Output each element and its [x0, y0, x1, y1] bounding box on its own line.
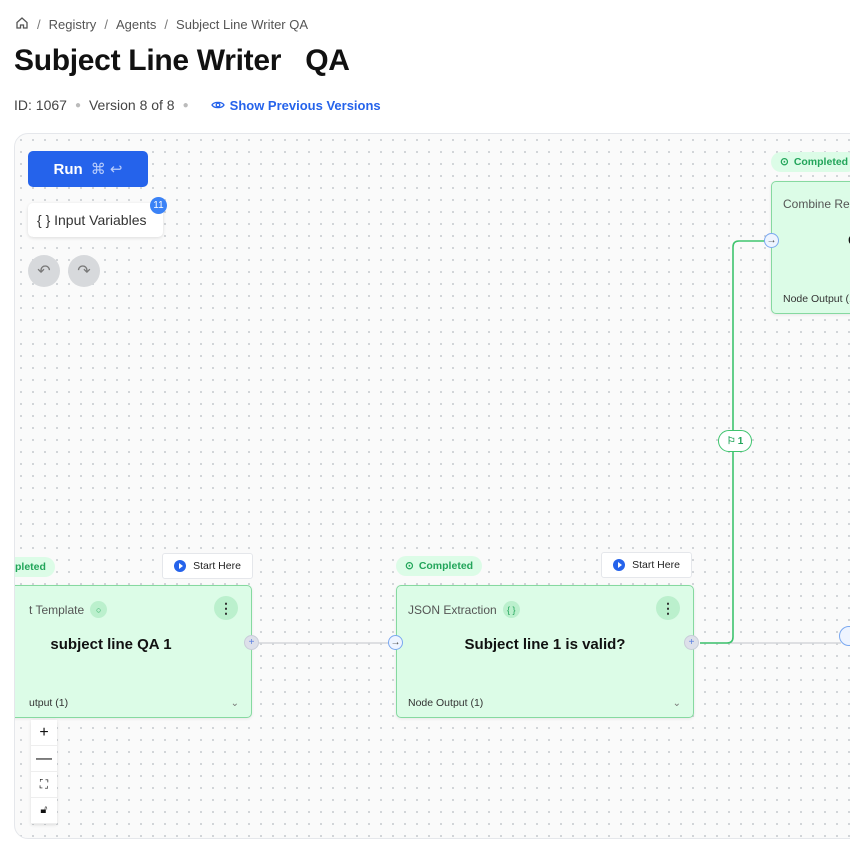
- fit-view-button[interactable]: ⛶: [31, 772, 57, 798]
- version: Version 8 of 8: [88, 97, 175, 113]
- breadcrumb-registry[interactable]: Registry: [48, 17, 97, 32]
- input-handle[interactable]: →: [764, 233, 779, 248]
- node-prompt-template[interactable]: t Template○ ⋮ subject line QA 1 utput (1…: [15, 585, 252, 718]
- meta-row: ID: 1067● Version 8 of 8● Show Previous …: [14, 97, 381, 113]
- start-label: Start Here: [632, 559, 680, 571]
- add-node-handle[interactable]: +: [684, 635, 699, 650]
- input-variables-label: { } Input Variables: [37, 212, 147, 228]
- node-type: JSON Extraction{ }: [408, 601, 520, 618]
- redo-button[interactable]: ↷: [68, 255, 100, 287]
- zoom-in-button[interactable]: +: [31, 720, 57, 746]
- fullscreen-icon: ⛶: [39, 777, 49, 791]
- status-badge: ⊙Completed: [771, 152, 850, 172]
- chat-icon: ○: [90, 601, 108, 618]
- node-title: C: [848, 232, 850, 249]
- zoom-out-button[interactable]: —: [31, 746, 57, 772]
- start-here-button[interactable]: Start Here: [162, 553, 253, 579]
- check-circle-icon: ⊙: [780, 156, 789, 168]
- node-type: Combine Res: [783, 197, 850, 211]
- breadcrumb-agents[interactable]: Agents: [115, 17, 157, 32]
- undo-icon: ↶: [37, 263, 51, 280]
- home-icon[interactable]: [15, 16, 29, 33]
- undo-button[interactable]: ↶: [28, 255, 60, 287]
- start-here-button[interactable]: Start Here: [601, 552, 692, 578]
- node-menu-button[interactable]: ⋮: [656, 596, 680, 620]
- run-shortcut: ⌘ ↩: [90, 161, 123, 178]
- breadcrumb-current: Subject Line Writer QA: [176, 17, 309, 32]
- check-circle-icon: ⊙: [405, 560, 414, 572]
- show-previous-versions-label: Show Previous Versions: [229, 97, 381, 113]
- node-json-extraction[interactable]: JSON Extraction{ } ⋮ Subject line 1 is v…: [396, 585, 694, 718]
- page-title: Subject Line Writer QA: [14, 44, 350, 77]
- status-badge: ⊙Completed: [396, 556, 483, 576]
- node-title: Subject line 1 is valid?: [464, 636, 626, 653]
- redo-icon: ↷: [77, 263, 91, 280]
- run-button[interactable]: Run ⌘ ↩: [28, 151, 148, 187]
- breadcrumb-separator: /: [104, 17, 108, 32]
- zoom-controls: + — ⛶ 🔓︎: [31, 720, 57, 824]
- node-output-toggle[interactable]: Node Output (1: [783, 293, 850, 305]
- input-variables-count: 11: [150, 197, 167, 214]
- add-node-handle[interactable]: +: [244, 635, 259, 650]
- breadcrumb: / Registry / Agents / Subject Line Write…: [15, 16, 308, 33]
- input-handle[interactable]: →: [388, 635, 403, 650]
- run-label: Run: [53, 160, 83, 178]
- branch-icon: ⚐: [726, 435, 736, 447]
- edges: [259, 240, 841, 644]
- play-icon: [613, 559, 626, 571]
- start-label: Start Here: [193, 560, 241, 572]
- play-icon: [174, 560, 187, 572]
- edge-condition-label[interactable]: ⚐1: [718, 430, 752, 452]
- braces-icon: { }: [502, 601, 520, 618]
- eye-icon: [210, 98, 225, 113]
- unlock-icon: 🔓︎: [40, 804, 48, 816]
- node-menu-button[interactable]: ⋮: [214, 596, 238, 620]
- node-output-toggle[interactable]: Node Output (1): [408, 697, 484, 709]
- show-previous-versions-link[interactable]: Show Previous Versions: [210, 97, 381, 113]
- node-type: t Template○: [29, 601, 108, 618]
- node-title: subject line QA 1: [50, 636, 172, 653]
- status-badge: pleted: [15, 557, 55, 577]
- node-output-toggle[interactable]: utput (1): [29, 697, 69, 709]
- lock-button[interactable]: 🔓︎: [31, 798, 57, 824]
- agent-id: ID: 1067: [14, 97, 67, 113]
- chevron-down-icon[interactable]: ⌄: [672, 698, 681, 709]
- breadcrumb-separator: /: [164, 17, 169, 32]
- chevron-down-icon[interactable]: ⌄: [230, 698, 239, 709]
- node-combine[interactable]: Combine Res C Node Output (1: [771, 181, 850, 314]
- breadcrumb-separator: /: [37, 17, 41, 32]
